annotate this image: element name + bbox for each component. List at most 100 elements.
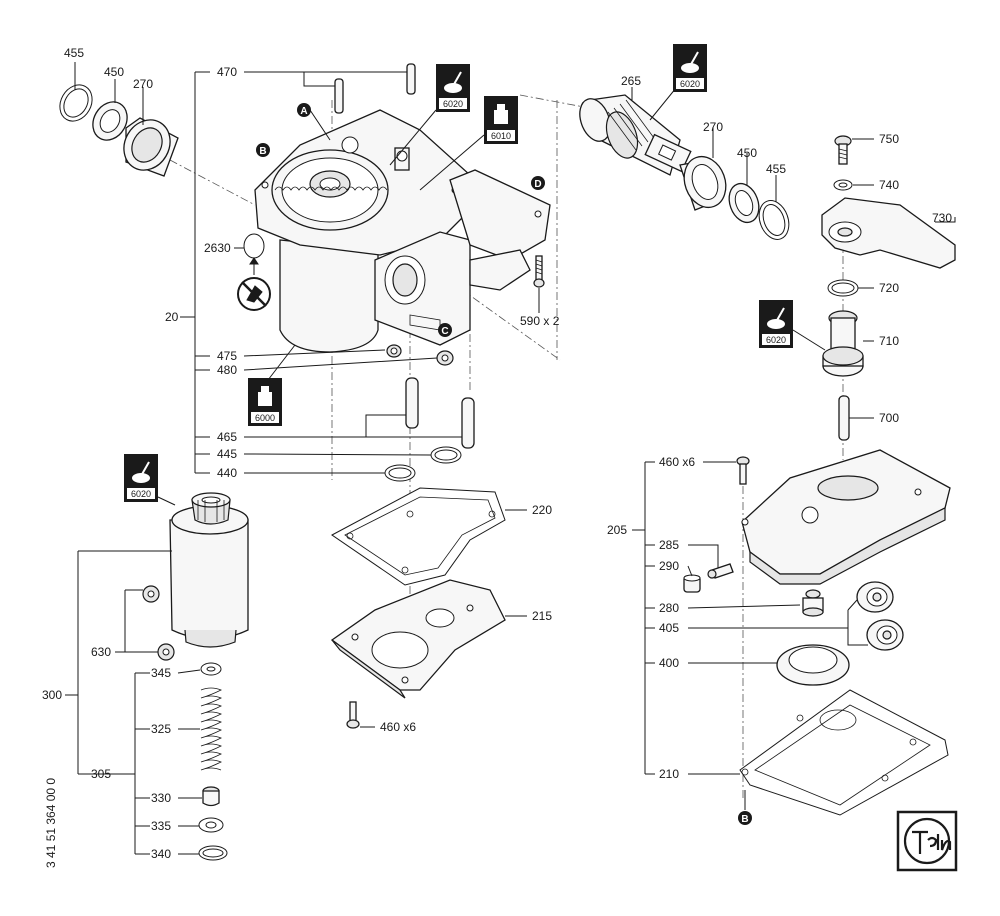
callout-280: 280	[659, 601, 679, 615]
callout-730: 730	[932, 211, 952, 225]
callout-450: 450	[104, 65, 124, 79]
callout-460: 460 x6	[659, 455, 695, 469]
svg-text:6020: 6020	[443, 99, 463, 109]
callout-270: 270	[703, 120, 723, 134]
ball-bearing-405	[856, 581, 904, 651]
leader-lines	[65, 62, 956, 855]
svg-text:6000: 6000	[255, 413, 275, 423]
grease-badge-icon: 6010	[484, 96, 518, 144]
callout-270: 270	[133, 77, 153, 91]
callout-205: 205	[607, 523, 627, 537]
callout-210: 210	[659, 767, 679, 781]
svg-text:A: A	[300, 106, 307, 117]
callout-445: 445	[217, 447, 237, 461]
svg-text:6020: 6020	[766, 335, 786, 345]
bearing-sleeve-270-right	[679, 155, 727, 211]
marker-c: C	[438, 323, 452, 337]
washer-740	[833, 179, 853, 191]
gasket-220	[331, 487, 506, 586]
callout-590: 590 x 2	[520, 314, 560, 328]
gear-shaft-265	[579, 94, 692, 176]
callout-720: 720	[879, 281, 899, 295]
callout-440: 440	[217, 466, 237, 480]
screw-590	[533, 255, 545, 288]
no-grease-icon	[237, 257, 271, 311]
cap-290	[683, 574, 701, 593]
callout-480: 480	[217, 363, 237, 377]
callout-470: 470	[217, 65, 237, 79]
callout-340: 340	[151, 847, 171, 861]
svg-text:C: C	[441, 326, 448, 337]
grease-badge-icon: 6020	[759, 300, 793, 348]
callout-455: 455	[64, 46, 84, 60]
callout-400: 400	[659, 656, 679, 670]
callout-2630: 2630	[204, 241, 231, 255]
pin-700	[838, 395, 850, 441]
screw-750	[834, 135, 852, 165]
motor-housing-300	[169, 492, 249, 648]
callout-labels: 455 450 270 470 20 2630 475 480 465 445 …	[42, 46, 952, 861]
callout-465: 465	[217, 430, 237, 444]
piston-330	[202, 786, 220, 807]
washer-335	[198, 817, 224, 833]
grease-badge-icon: 6000	[248, 378, 282, 426]
callout-215: 215	[532, 609, 552, 623]
spring-325	[200, 687, 222, 771]
washer-450-left	[92, 101, 128, 141]
bushing-710	[822, 310, 864, 377]
reference-markers: A B C D B	[256, 103, 752, 825]
callout-740: 740	[879, 178, 899, 192]
callout-290: 290	[659, 559, 679, 573]
svg-text:6010: 6010	[491, 131, 511, 141]
callout-285: 285	[659, 538, 679, 552]
callout-405: 405	[659, 621, 679, 635]
plug-630	[142, 585, 175, 661]
callout-330: 330	[151, 791, 171, 805]
callout-305: 305	[91, 767, 111, 781]
washer-450-right	[728, 182, 760, 224]
retaining-ring-455-left	[59, 84, 93, 122]
seal-ring-400	[776, 644, 850, 686]
washer-345	[200, 662, 222, 676]
callout-325: 325	[151, 722, 171, 736]
callout-20: 20	[165, 310, 179, 324]
callout-460: 460 x6	[380, 720, 416, 734]
callout-455: 455	[766, 162, 786, 176]
gasket-210	[739, 689, 949, 816]
callout-220: 220	[532, 503, 552, 517]
retaining-ring-455-right	[758, 200, 790, 240]
retaining-ring-340	[198, 845, 228, 861]
plug-475	[386, 344, 402, 358]
gear-cover-205	[741, 449, 951, 585]
plug-280	[802, 589, 824, 617]
marker-d: D	[531, 176, 545, 190]
screw-460-right	[736, 456, 750, 485]
screw-460-middle	[346, 701, 360, 729]
grease-badge-icon: 6020	[436, 64, 470, 112]
callout-630: 630	[91, 645, 111, 659]
o-ring-2630	[243, 233, 265, 259]
callout-345: 345	[151, 666, 171, 680]
callout-700: 700	[879, 411, 899, 425]
callout-750: 750	[879, 132, 899, 146]
retaining-ring-720	[827, 279, 859, 297]
gear-housing-20	[254, 109, 551, 353]
pin-470	[334, 63, 416, 114]
lever-730	[821, 197, 956, 269]
marker-b: B	[256, 143, 270, 157]
grease-badge-icon: 6020	[124, 454, 158, 502]
marker-b-bottom: B	[738, 811, 752, 825]
callout-450: 450	[737, 146, 757, 160]
callout-710: 710	[879, 334, 899, 348]
cover-plate-215	[330, 579, 506, 699]
pin-465	[405, 377, 475, 449]
grease-badge-icon: 6020	[673, 44, 707, 92]
svg-text:B: B	[741, 814, 748, 825]
svg-text:6020: 6020	[131, 489, 151, 499]
retaining-ring-445	[430, 446, 462, 464]
plug-480	[436, 350, 454, 366]
svg-text:B: B	[259, 146, 266, 157]
retaining-ring-440	[384, 464, 416, 482]
callout-300: 300	[42, 688, 62, 702]
